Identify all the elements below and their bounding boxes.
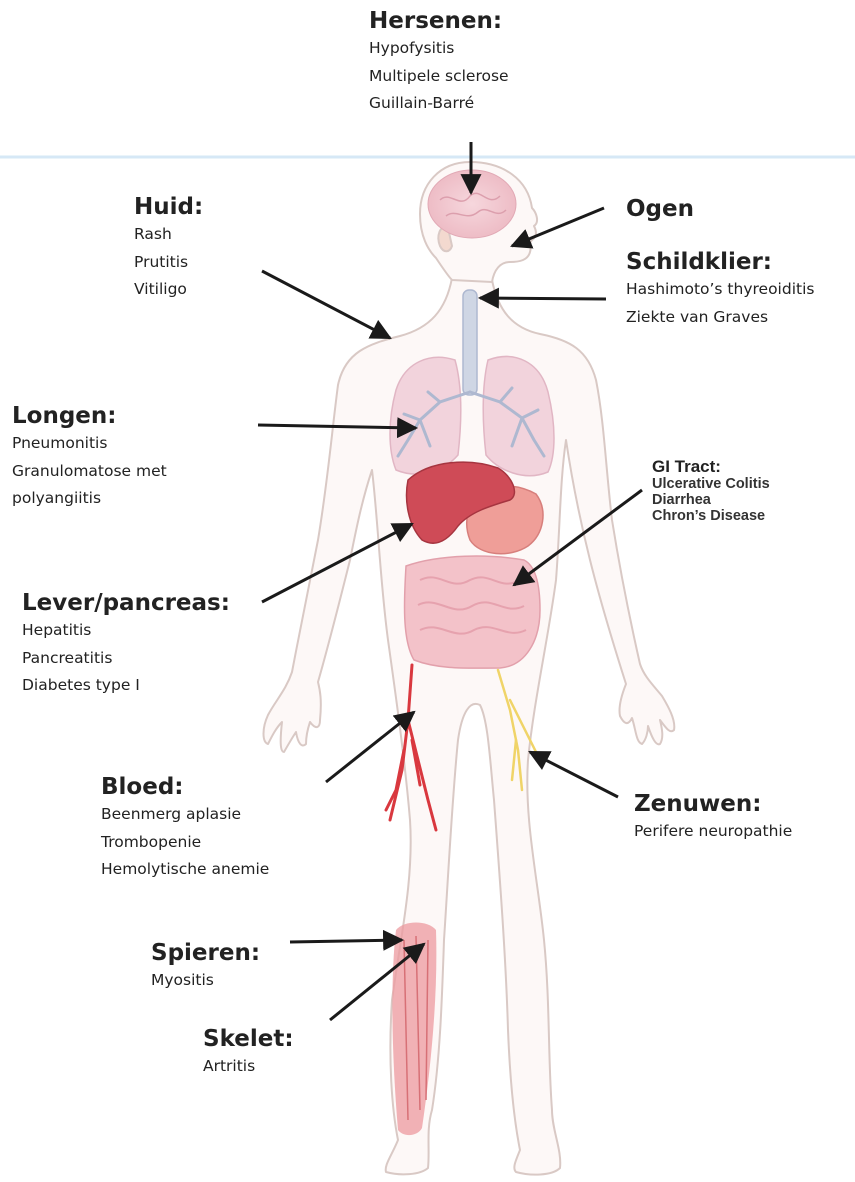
label-item: Rash xyxy=(134,221,203,249)
label-item: Prutitis xyxy=(134,249,203,277)
label-hersenen: Hersenen: Hypofysitis Multipele sclerose… xyxy=(369,7,509,118)
label-item: Diabetes type I xyxy=(22,672,230,700)
label-item: Pancreatitis xyxy=(22,645,230,673)
label-title: Lever/pancreas: xyxy=(22,589,230,617)
label-item: Pneumonitis xyxy=(12,430,167,458)
label-items: Perifere neuropathie xyxy=(634,818,792,846)
label-items: Beenmerg aplasie Trombopenie Hemolytisch… xyxy=(101,801,269,884)
label-item: Granulomatose met xyxy=(12,458,167,486)
label-title: Hersenen: xyxy=(369,7,509,35)
label-item: Trombopenie xyxy=(101,829,269,857)
label-item: Artritis xyxy=(203,1053,294,1081)
label-item: Hemolytische anemie xyxy=(101,856,269,884)
label-items: Ulcerative Colitis Diarrhea Chron’s Dise… xyxy=(652,476,770,524)
label-title: Huid: xyxy=(134,193,203,221)
label-spieren: Spieren: Myositis xyxy=(151,939,260,995)
intestines xyxy=(404,556,540,668)
arrow-schildklier xyxy=(480,298,606,299)
label-bloed: Bloed: Beenmerg aplasie Trombopenie Hemo… xyxy=(101,773,269,884)
label-item: Hepatitis xyxy=(22,617,230,645)
label-lever-pancreas: Lever/pancreas: Hepatitis Pancreatitis D… xyxy=(22,589,230,700)
label-item: Perifere neuropathie xyxy=(634,818,792,846)
label-item: Ziekte van Graves xyxy=(626,304,814,332)
label-items: Hepatitis Pancreatitis Diabetes type I xyxy=(22,617,230,700)
label-item: Multipele sclerose xyxy=(369,63,509,91)
label-item: polyangiitis xyxy=(12,485,167,513)
label-title: Zenuwen: xyxy=(634,790,792,818)
label-item: Ulcerative Colitis xyxy=(652,476,770,492)
label-title: Skelet: xyxy=(203,1025,294,1053)
label-title: Longen: xyxy=(12,402,167,430)
label-skelet: Skelet: Artritis xyxy=(203,1025,294,1081)
trachea xyxy=(463,290,477,395)
label-items: Pneumonitis Granulomatose met polyangiit… xyxy=(12,430,167,513)
label-longen: Longen: Pneumonitis Granulomatose met po… xyxy=(12,402,167,513)
label-item: Chron’s Disease xyxy=(652,508,770,524)
label-title: Ogen xyxy=(626,195,694,223)
label-items: Rash Prutitis Vitiligo xyxy=(134,221,203,304)
label-item: Guillain-Barré xyxy=(369,90,509,118)
label-item: Myositis xyxy=(151,967,260,995)
label-schildklier: Schildklier: Hashimoto’s thyreoiditis Zi… xyxy=(626,248,814,331)
arrow-spieren xyxy=(290,940,402,942)
label-title: Bloed: xyxy=(101,773,269,801)
label-ogen: Ogen xyxy=(626,195,694,223)
label-huid: Huid: Rash Prutitis Vitiligo xyxy=(134,193,203,304)
label-items: Hashimoto’s thyreoiditis Ziekte van Grav… xyxy=(626,276,814,331)
label-title: Spieren: xyxy=(151,939,260,967)
arrow-zenuwen xyxy=(530,752,618,797)
label-items: Myositis xyxy=(151,967,260,995)
label-gi-tract: GI Tract: Ulcerative Colitis Diarrhea Ch… xyxy=(652,457,770,524)
label-zenuwen: Zenuwen: Perifere neuropathie xyxy=(634,790,792,846)
label-items: Artritis xyxy=(203,1053,294,1081)
label-item: Beenmerg aplasie xyxy=(101,801,269,829)
label-items: Hypofysitis Multipele sclerose Guillain-… xyxy=(369,35,509,118)
arrow-huid xyxy=(262,271,390,338)
label-title: Schildklier: xyxy=(626,248,814,276)
label-item: Hypofysitis xyxy=(369,35,509,63)
label-title: GI Tract: xyxy=(652,457,770,476)
label-item: Vitiligo xyxy=(134,276,203,304)
label-item: Diarrhea xyxy=(652,492,770,508)
label-item: Hashimoto’s thyreoiditis xyxy=(626,276,814,304)
